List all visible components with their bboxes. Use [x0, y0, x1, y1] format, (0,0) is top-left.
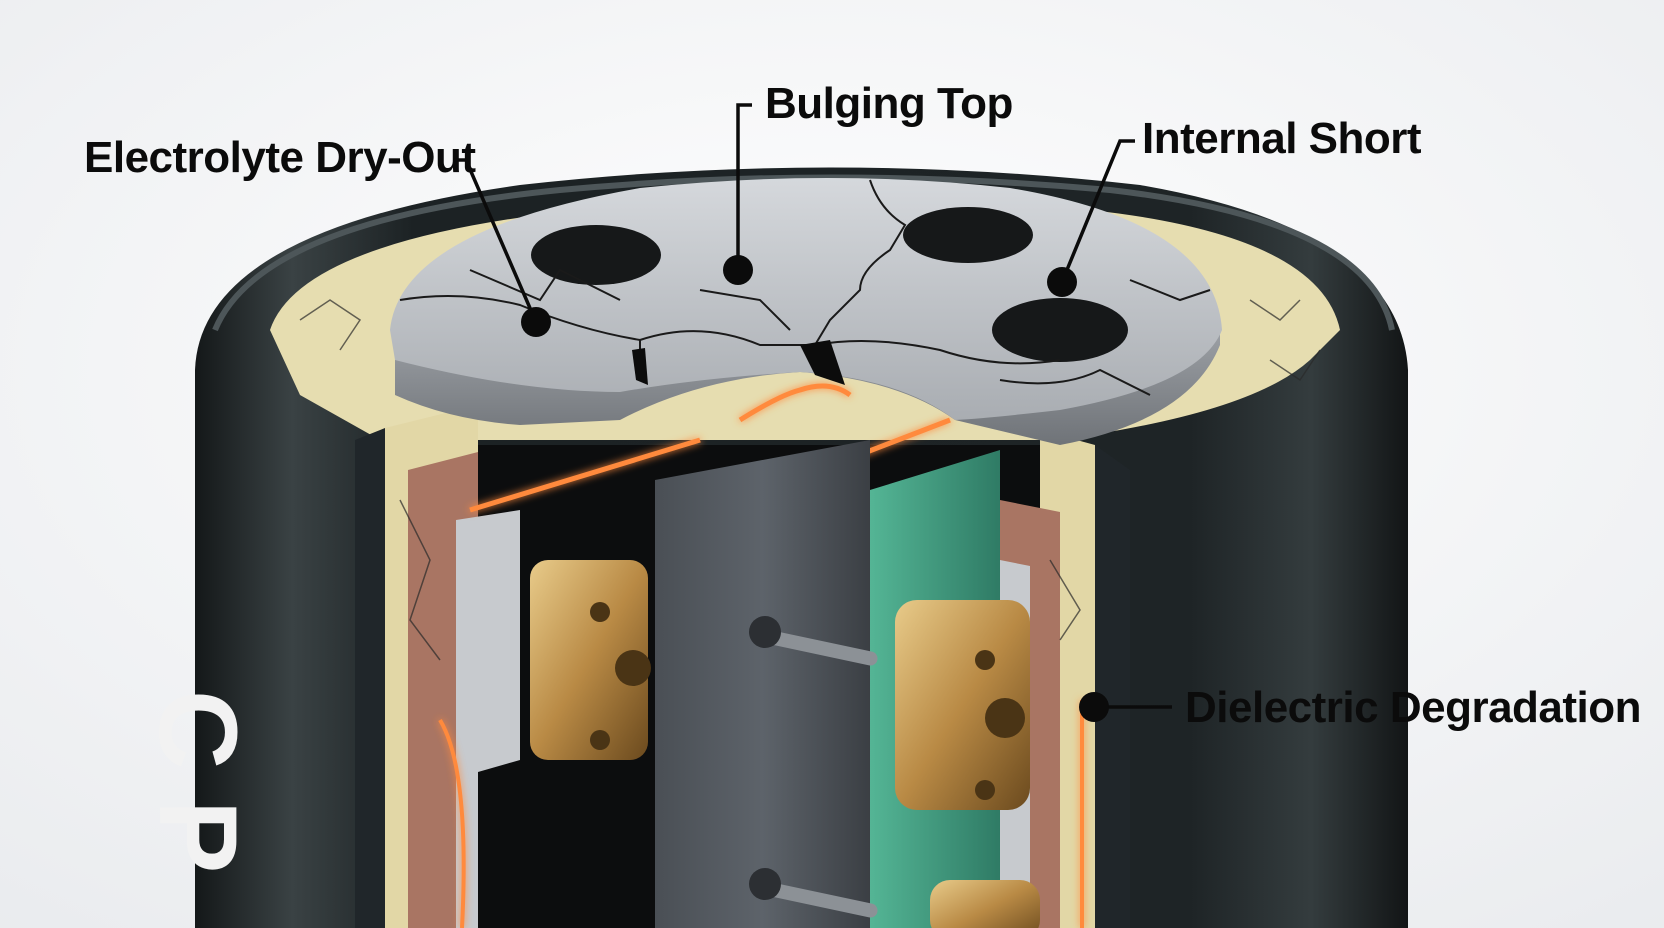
callout-short: Internal Short [1047, 114, 1422, 297]
lid-hole-right [903, 207, 1033, 263]
lid-hole-front [992, 298, 1128, 362]
callout-short-leader [1060, 139, 1135, 283]
lid-hole-left [531, 225, 661, 285]
callout-bulging-label: Bulging Top [765, 79, 1013, 128]
callout-short-label: Internal Short [1142, 114, 1422, 163]
right-terminal [895, 600, 1040, 928]
connector-rods [749, 616, 878, 918]
callout-electrolyte: Electrolyte Dry-Out [84, 133, 551, 337]
callout-electrolyte-label: Electrolyte Dry-Out [84, 133, 476, 182]
callout-electrolyte-leader [454, 158, 538, 323]
left-terminal [530, 560, 651, 760]
callout-bulging-leader [736, 103, 752, 270]
lid-cracks [399, 179, 1211, 396]
capacitor-lid [390, 178, 1222, 445]
body-print-text: C P [136, 690, 259, 873]
callout-dielectric: Dielectric Degradation [1079, 683, 1642, 732]
electrode-plate [655, 440, 870, 928]
callout-bulging-marker [723, 255, 753, 285]
insulation-cracks [299, 299, 1321, 661]
callout-electrolyte-marker [521, 307, 551, 337]
callout-bulging: Bulging Top [723, 79, 1013, 285]
callout-short-marker [1047, 267, 1077, 297]
callout-dielectric-marker [1079, 692, 1109, 722]
callout-dielectric-label: Dielectric Degradation [1185, 683, 1641, 732]
cutaway-cavity [355, 383, 1130, 928]
